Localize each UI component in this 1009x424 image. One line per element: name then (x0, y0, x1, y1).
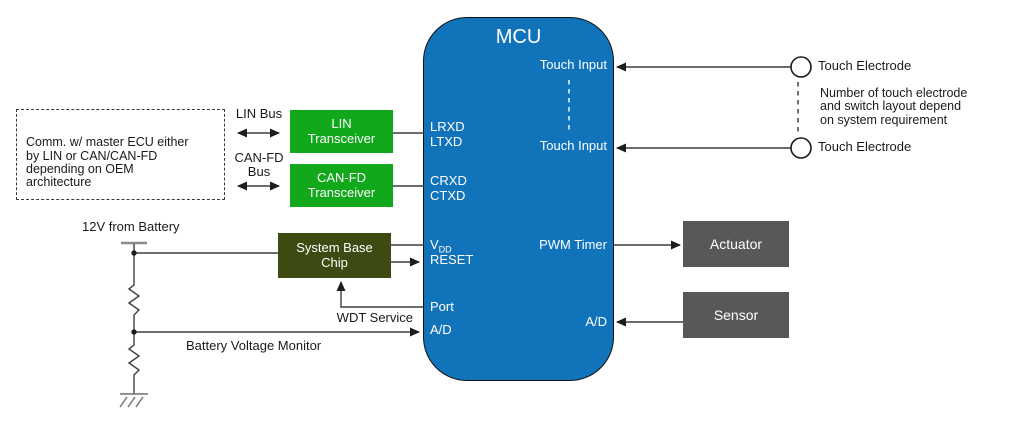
ground-symbol (119, 393, 148, 408)
mcu-pin-lrxd-ltxd: LRXD LTXD (430, 119, 465, 149)
comm-note-box: Comm. w/ master ECU either by LIN or CAN… (16, 109, 225, 200)
canfd-transceiver-block: CAN-FD Transceiver (290, 164, 393, 207)
touch-electrode-label-2: Touch Electrode (818, 139, 912, 154)
vdd-subscript: DD (438, 244, 452, 255)
mcu-pin-reset: RESET (430, 252, 474, 267)
battery-12v-label: 12V from Battery (82, 219, 180, 234)
mcu-title: MCU (495, 26, 542, 48)
junction-dot-divider (131, 329, 137, 335)
mcu-pin-crxd-ctxd: CRXD CTXD (430, 173, 467, 203)
touch-electrode-note: Number of touch electrode and switch lay… (820, 86, 968, 127)
vdd-base: V (430, 237, 439, 252)
lin-bus-label: LIN Bus (235, 106, 283, 121)
wdt-service-label: WDT Service (336, 310, 413, 325)
mcu-pin-touch-input-2: Touch Input (539, 138, 607, 153)
canfd-bus-label: CAN-FD Bus (234, 150, 284, 180)
touch-electrode-circle-1 (790, 56, 812, 78)
system-base-chip-block: System Base Chip (278, 233, 391, 278)
mcu-pin-vdd: VDD (430, 237, 452, 255)
comm-note-text: Comm. w/ master ECU either by LIN or CAN… (26, 135, 189, 189)
mcu-pin-port: Port (430, 299, 454, 314)
mcu-pin-adc-right: A/D (585, 314, 607, 329)
battery-voltage-monitor-label: Battery Voltage Monitor (186, 338, 322, 353)
port-wdt-wire (336, 281, 423, 308)
resistor-divider (127, 244, 141, 394)
sensor-block: Sensor (683, 292, 789, 338)
mcu-pin-touch-input-1: Touch Input (539, 57, 607, 72)
touch-electrode-circle-2 (790, 137, 812, 159)
touch-electrode-label-1: Touch Electrode (818, 58, 912, 73)
mcu-pin-adc-left: A/D (430, 322, 452, 337)
mcu-pin-pwm-timer: PWM Timer (539, 237, 607, 252)
lin-transceiver-block: LIN Transceiver (290, 110, 393, 153)
actuator-block: Actuator (683, 221, 789, 267)
junction-dot-12v (131, 250, 137, 256)
mcu-block: MCU (423, 17, 614, 381)
